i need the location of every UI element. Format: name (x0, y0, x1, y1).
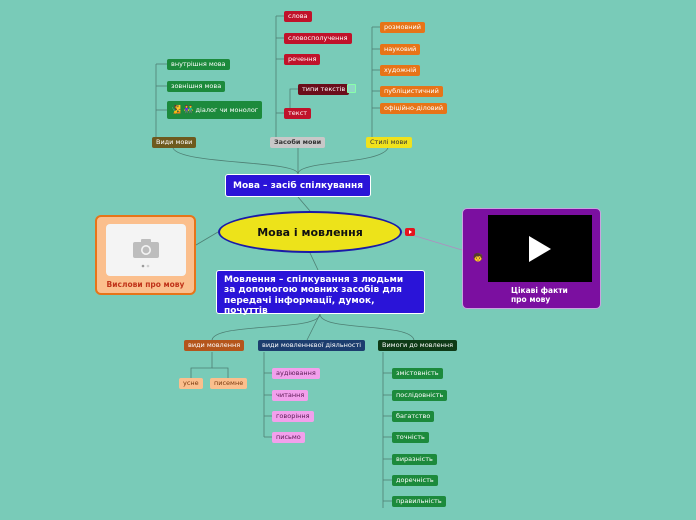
node-rozmovnyi[interactable]: розмовний (380, 22, 425, 33)
node-vnutrishnia-mova[interactable]: внутрішня мова (167, 59, 230, 70)
quotes-card[interactable]: Вислови про мову (95, 215, 196, 295)
people-talking-icon: 🧏 👫 (171, 105, 194, 114)
node-dorechnist[interactable]: доречність (392, 475, 438, 486)
photo-placeholder (106, 224, 186, 276)
root-topic-label: Мова і мовлення (257, 225, 363, 239)
collapse-checkbox[interactable] (347, 84, 356, 93)
node-zmistovnist[interactable]: змістовність (392, 368, 443, 379)
camera-icon (133, 239, 159, 258)
node-tochnist[interactable]: точність (392, 432, 429, 443)
node-hovorinnia[interactable]: говоріння (272, 411, 314, 422)
node-vydy-movy[interactable]: Види мови (152, 137, 197, 148)
node-khudozhnii[interactable]: художній (380, 65, 421, 76)
play-icon[interactable] (529, 236, 551, 262)
node-slovospoluchennia[interactable]: словосполучення (284, 33, 352, 44)
node-typy-tekstiv[interactable]: типи текстів (298, 84, 350, 95)
facts-card[interactable]: 🧒 Цікаві факти про мову (462, 208, 601, 309)
youtube-icon[interactable] (405, 228, 415, 236)
node-styli-movy[interactable]: Стилі мови (366, 137, 412, 148)
root-topic[interactable]: Мова і мовлення (218, 211, 402, 253)
node-publitsystychnyi[interactable]: публіцистичний (380, 86, 443, 97)
node-vydy-movlennia[interactable]: види мовлення (184, 340, 245, 351)
quotes-card-label: Вислови про мову (106, 280, 185, 289)
branch-movlennia[interactable]: Мовлення – спілкування з людьми за допом… (216, 270, 425, 317)
child-emoji-icon: 🧒 (473, 253, 483, 262)
branch-mova[interactable]: Мова – засіб спілкування (225, 174, 371, 197)
node-ofitsiino-dilovyi[interactable]: офіційно-діловий (380, 103, 448, 114)
node-pysmo[interactable]: письмо (272, 432, 305, 443)
node-vymohy[interactable]: Вимоги до мовлення (378, 340, 458, 351)
node-chytannia[interactable]: читання (272, 390, 309, 401)
node-audiiuvannia[interactable]: аудіювання (272, 368, 320, 379)
node-tekst[interactable]: текст (284, 108, 312, 119)
node-bahatstvo[interactable]: багатство (392, 411, 435, 422)
node-vydy-diialnosti[interactable]: види мовленнєвої діяльності (258, 340, 366, 351)
node-pravylnist[interactable]: правильність (392, 496, 446, 507)
video-player[interactable] (488, 215, 592, 282)
node-zovnishnia-mova[interactable]: зовнішня мова (167, 81, 226, 92)
pager-dots (141, 264, 150, 268)
node-zasoby-movy[interactable]: Засоби мови (270, 137, 326, 148)
node-rechennia[interactable]: речення (284, 54, 321, 65)
node-poslidovnist[interactable]: послідовність (392, 390, 448, 401)
node-dialoh-chy-monoloh[interactable]: 🧏 👫 діалог чи монолог (167, 101, 263, 119)
branch-movlennia-label: Мовлення – спілкування з людьми за допом… (224, 275, 404, 317)
node-naukovyi[interactable]: науковий (380, 44, 421, 55)
node-slova[interactable]: слова (284, 11, 312, 22)
branch-mova-label: Мова – засіб спілкування (233, 181, 364, 191)
node-vyraznist[interactable]: виразність (392, 454, 437, 465)
node-pysemne[interactable]: писемне (210, 378, 248, 389)
node-usne[interactable]: усне (179, 378, 203, 389)
facts-card-label: Цікаві факти про мову (511, 286, 568, 305)
